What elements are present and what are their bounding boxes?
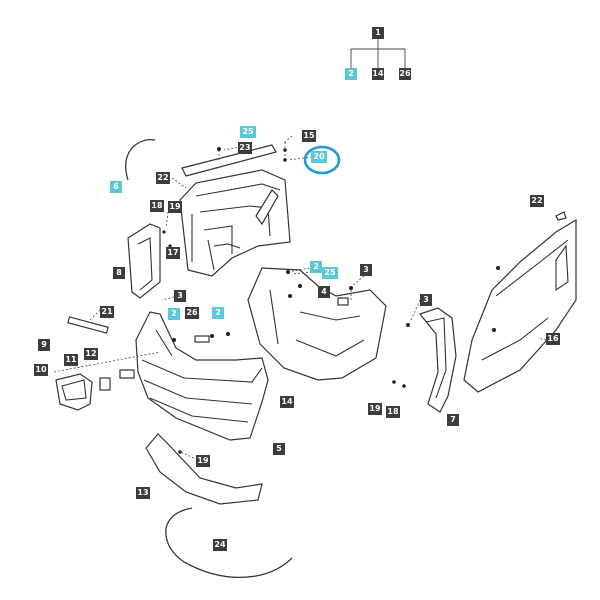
label-2-right: 2 — [212, 307, 224, 319]
label-3-mid: 3 — [360, 264, 372, 276]
label-26: 26 — [185, 307, 199, 319]
label-25-mid: 25 — [322, 267, 338, 279]
label-7: 7 — [447, 414, 459, 426]
seal-strip-part — [165, 507, 293, 578]
label-6: 6 — [110, 181, 122, 193]
label-tree-root: 1 — [372, 27, 384, 39]
label-tree-2: 2 — [345, 68, 357, 80]
lower-valance-part — [145, 433, 263, 505]
tree-lines — [350, 39, 406, 68]
label-24: 24 — [213, 539, 227, 551]
label-11: 11 — [64, 354, 78, 366]
label-25-top: 25 — [240, 126, 256, 138]
trim-bar-part — [67, 316, 109, 334]
lamp-part — [55, 373, 93, 411]
label-18-right: 18 — [386, 406, 400, 418]
label-14: 14 — [280, 396, 294, 408]
label-22-right: 22 — [530, 195, 544, 207]
label-2-mid: 2 — [310, 261, 322, 273]
front-grille-part — [135, 311, 269, 441]
label-15: 15 — [302, 130, 316, 142]
label-18-top: 18 — [150, 200, 164, 212]
label-12: 12 — [84, 348, 98, 360]
label-22-left: 22 — [156, 172, 170, 184]
label-16: 16 — [546, 333, 560, 345]
label-tree-14: 14 — [372, 68, 384, 80]
label-19-bottom: 19 — [196, 455, 210, 467]
bulkhead-panel — [179, 169, 291, 277]
label-9: 9 — [38, 339, 50, 351]
label-5: 5 — [273, 443, 285, 455]
label-8: 8 — [113, 267, 125, 279]
highlight-circle — [303, 145, 341, 175]
fender-liner-part — [247, 267, 387, 381]
label-19-right: 19 — [368, 403, 382, 415]
label-19-top: 19 — [168, 201, 182, 213]
label-23: 23 — [238, 142, 252, 154]
label-21: 21 — [100, 306, 114, 318]
label-4: 4 — [318, 286, 330, 298]
label-3-left: 3 — [174, 290, 186, 302]
label-20: 20 — [311, 151, 327, 163]
right-side-panel-part — [463, 218, 577, 393]
label-10: 10 — [34, 364, 48, 376]
right-bracket-part — [418, 307, 457, 413]
label-tree-26: 26 — [399, 68, 411, 80]
label-2-left: 2 — [168, 308, 180, 320]
label-3-right: 3 — [420, 294, 432, 306]
label-13: 13 — [136, 487, 150, 499]
label-17: 17 — [166, 247, 180, 259]
